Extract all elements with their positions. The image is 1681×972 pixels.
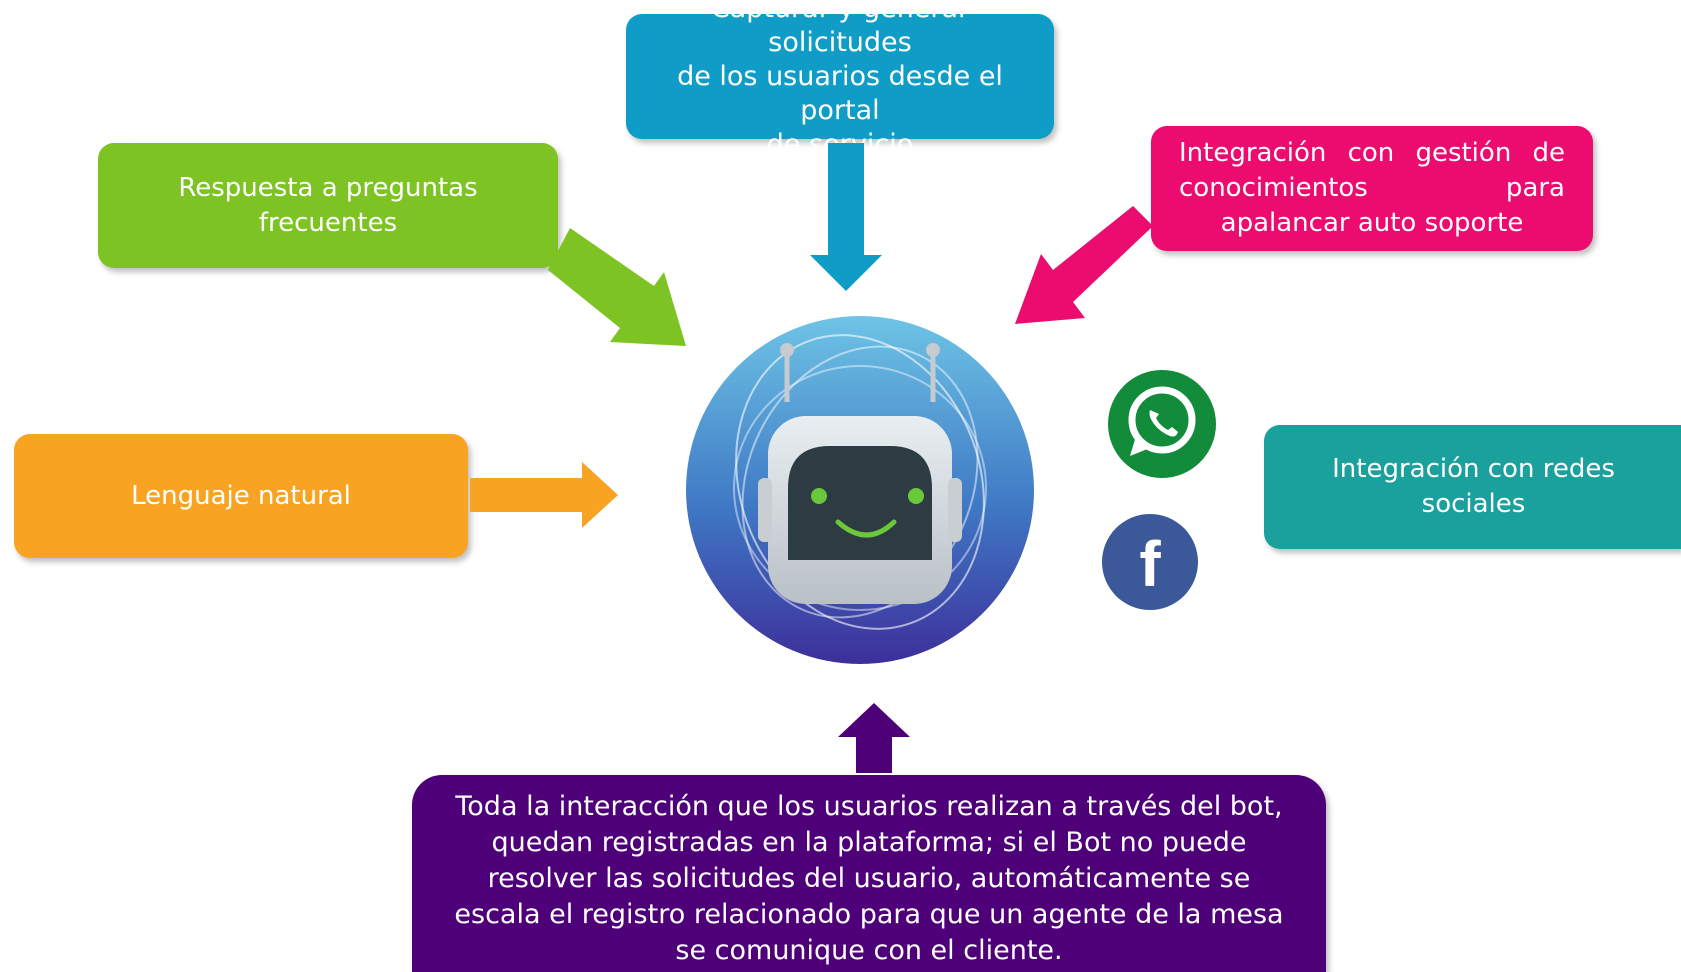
box-natural-language: Lenguaje natural [14,434,468,558]
arrow-pink-to-robot [1015,206,1153,324]
box-service-portal-requests: Capturar y generar solicitudes de los us… [626,0,1054,160]
arrow-orange-to-robot [470,462,618,528]
arrow-up-purple [838,703,910,773]
arrow-green-to-robot [548,228,686,346]
box-faq-answers: Respuesta a preguntas frecuentes [98,143,558,268]
arrow-down-top [810,143,882,291]
facebook-letter: f [1139,528,1161,600]
box-knowledge-management: Integración con gestión de conocimientos… [1151,126,1593,251]
box-interaction-registry: Toda la interacción que los usuarios rea… [412,775,1326,972]
robot-icon [686,316,1034,664]
whatsapp-icon [1108,370,1216,478]
facebook-icon: f [1102,514,1198,610]
box-social-networks: Integración con redes sociales [1264,425,1681,549]
